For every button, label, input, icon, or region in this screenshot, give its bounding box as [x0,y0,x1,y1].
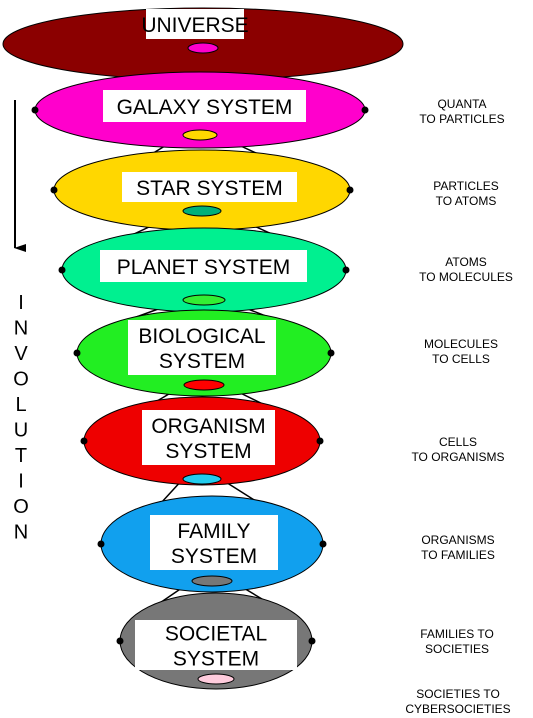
transition-note-final: SOCIETIES TO [416,687,500,701]
level-hole [182,294,226,306]
edge-dot [58,266,66,274]
edge-dot [80,437,88,445]
involution-letter: U [14,420,28,442]
transition-note: TO MOLECULES [419,270,513,284]
transition-note: TO FAMILIES [421,548,495,562]
edge-dot [97,540,105,548]
edge-dot [116,637,124,645]
involution-letter: L [15,394,26,416]
level-2: STAR SYSTEM [50,149,354,231]
transition-note: TO ORGANISMS [411,450,504,464]
level-hole [182,205,222,217]
edge-dot [73,349,81,357]
level-title: STAR SYSTEM [136,177,283,200]
level-title: SYSTEM [165,440,251,463]
title-box [103,90,306,122]
level-3: PLANET SYSTEM [58,227,350,313]
edge-dot [308,637,316,645]
level-hole [183,379,225,391]
title-box [150,515,278,570]
title-box [100,250,307,282]
title-box [122,172,297,202]
involution-letter: O [13,369,29,391]
title-box [135,620,297,670]
level-title: SYSTEM [171,545,257,568]
level-hole [191,575,233,587]
edge-dot [346,186,354,194]
involution-letter: T [15,445,27,467]
transition-note: ORGANISMS [421,533,494,547]
level-title: SYSTEM [159,350,245,373]
transition-note: QUANTA [437,97,486,111]
level-title: PLANET SYSTEM [117,256,291,279]
levels-layer: UNIVERSE GALAXY SYSTEM STAR SYSTEM PLANET S… [2,7,404,690]
level-title: UNIVERSE [141,14,248,37]
title-box [142,410,275,465]
edge-dot [316,437,324,445]
level-title: GALAXY SYSTEM [117,96,293,119]
edge-dot [50,186,58,194]
transition-note: TO ATOMS [436,194,497,208]
transition-note: FAMILIES TO [420,627,494,641]
involution-letter: O [13,496,29,518]
level-hole [182,129,218,141]
title-box [128,320,276,375]
involution-letter: N [14,522,28,544]
level-title: SYSTEM [173,648,259,671]
level-title: FAMILY [177,520,250,543]
transition-note: TO PARTICLES [419,112,504,126]
title-box [146,9,244,39]
involution-letter: I [18,471,24,493]
level-title: ORGANISM [151,415,265,438]
transition-note: TO CELLS [432,352,490,366]
level-0: UNIVERSE [2,7,404,81]
level-hole [187,42,219,54]
edge-dot [342,266,350,274]
involution-letter: I [18,292,24,314]
edge-dot [327,349,335,357]
transition-note: CELLS [439,435,477,449]
edge-dot [31,106,39,114]
edge-dot [361,106,369,114]
level-title: SOCIETAL [165,623,267,646]
transition-note: PARTICLES [433,179,499,193]
transition-note-final: CYBERSOCIETIES [405,702,510,716]
involution-letter: N [14,318,28,340]
level-1: GALAXY SYSTEM [31,71,369,149]
level-hole [197,673,235,685]
level-hole [182,473,222,485]
involution-letter: V [14,343,28,365]
transition-note: SOCIETIES [425,642,489,656]
level-title: BIOLOGICAL [138,325,265,348]
transition-note: ATOMS [445,255,487,269]
edge-dot [319,540,327,548]
transition-note: MOLECULES [424,337,498,351]
